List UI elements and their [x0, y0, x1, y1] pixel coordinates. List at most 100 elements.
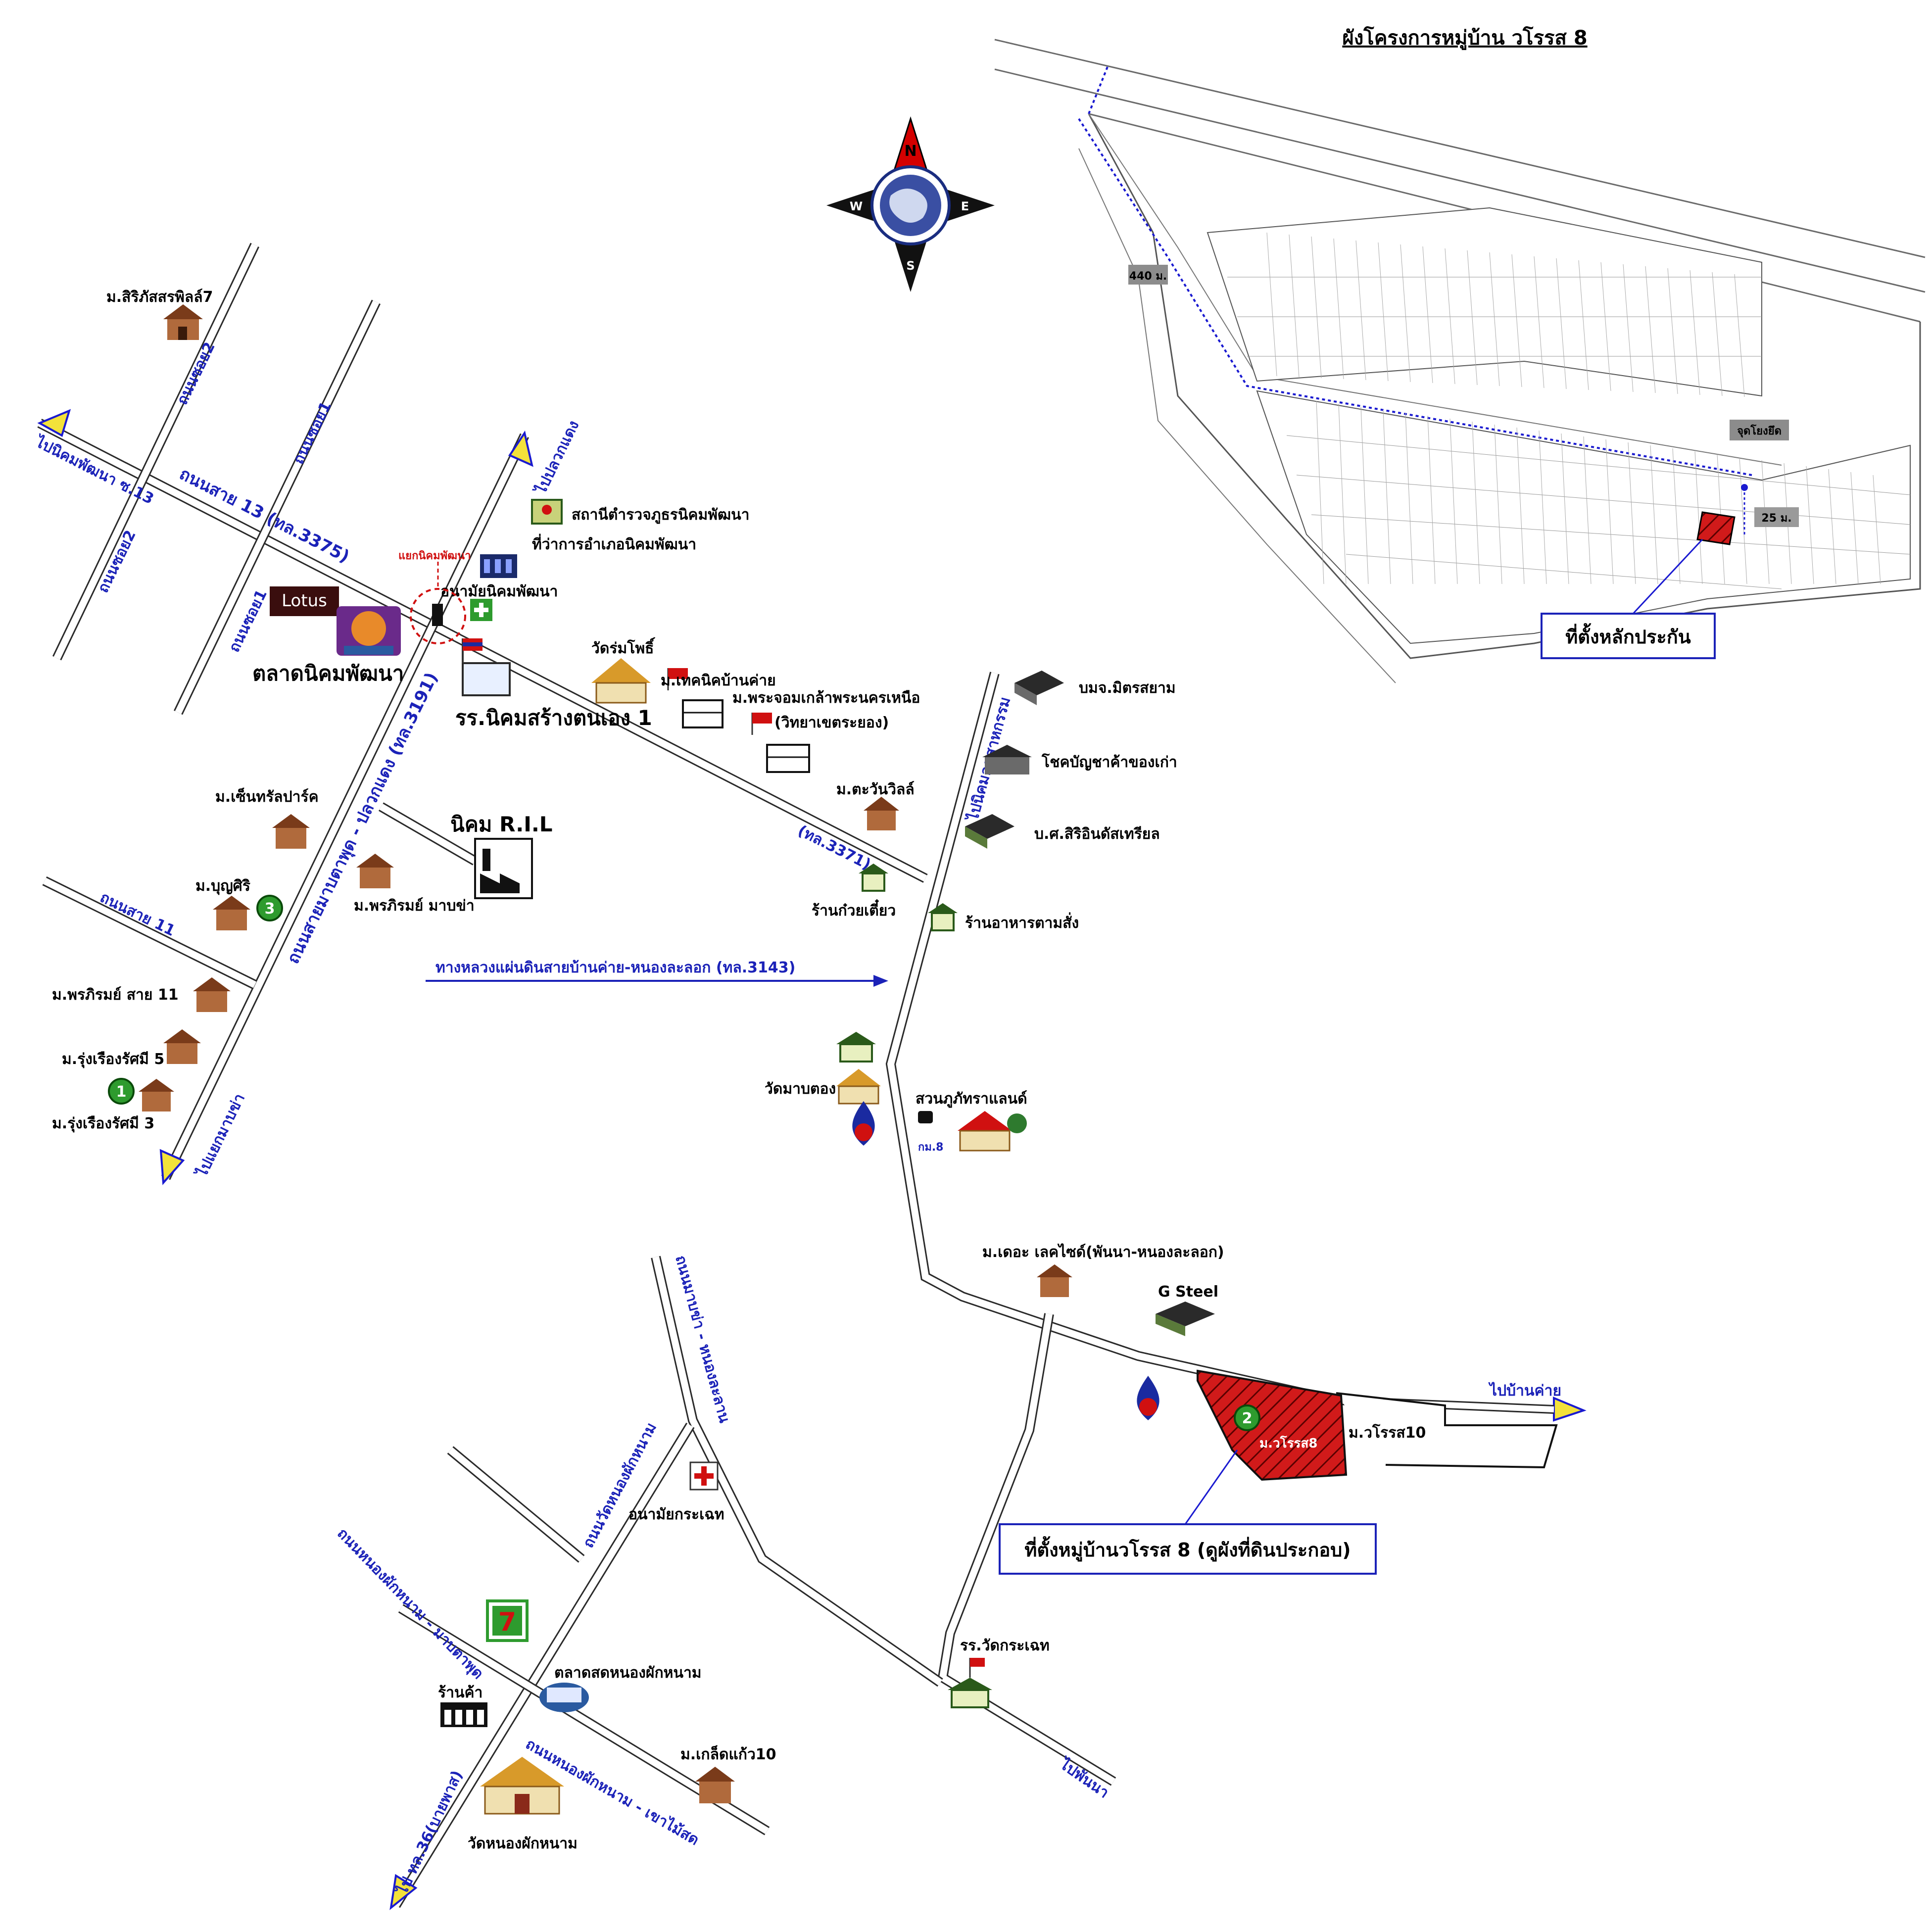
waroros10-boundary	[1336, 1392, 1558, 1469]
market2-label: ตลาดสดหนองผักหนาม	[554, 1664, 702, 1682]
phornphirom-label: ม.พรภิรมย์ มาบข่า	[354, 897, 475, 915]
plan-parcel-divider	[1289, 234, 1300, 378]
nongphak-maptaphut-label: ถนนหนองผักหนาม - มาบตาพุด	[334, 1525, 487, 1683]
plan-parcel-divider	[1583, 436, 1592, 584]
plan-parcel-divider	[1400, 244, 1411, 383]
wat-nongphak-label: วัดหนองผักหนาม	[468, 1835, 578, 1852]
food-label: ร้านอาหารตามสั่ง	[965, 912, 1079, 932]
school-icon	[836, 1032, 876, 1063]
road-13-label: ถนนสาย 13 (ทล.3375)	[176, 464, 352, 567]
marker-2-text: 2	[1242, 1410, 1253, 1427]
phrachom-label: ม.พระจอมเกล้าพระนครเหนือ	[732, 689, 920, 707]
marker-3-text: 3	[265, 900, 275, 918]
plan-parcel-divider	[1689, 270, 1700, 395]
soi1-upper-label: ถนนซอย1	[290, 399, 335, 467]
plan-boundary	[1088, 113, 1921, 659]
dist-440-tag	[1128, 265, 1168, 285]
gas-station-icon	[1137, 1376, 1159, 1420]
temple-icon	[480, 1757, 564, 1815]
plan-parcel-divider	[1672, 448, 1681, 584]
rungrueang3-label: ม.รุ่งเรืองรัศมี 3	[52, 1115, 154, 1133]
plan-route-line	[1088, 64, 1110, 114]
gas-station-icon	[852, 1101, 875, 1146]
health2-label: อนามัยกระเฉท	[628, 1506, 724, 1523]
showroom-label: โชคบัญชาค้าของเก่า	[1041, 753, 1177, 771]
school2-label: รร.วัดกระเฉท	[960, 1637, 1050, 1654]
university-icon	[667, 668, 724, 728]
plan-parcel-divider	[1494, 424, 1502, 584]
phornphirom11-label: ม.พรภิรมย์ สาย 11	[52, 986, 179, 1004]
compass-e: E	[961, 199, 969, 213]
market-icon	[337, 606, 401, 656]
house-icon	[1037, 1264, 1072, 1297]
house-icon	[139, 1079, 174, 1111]
shop-icon	[440, 1702, 487, 1727]
plan-grid	[1266, 232, 1881, 584]
ril-label: นิคม R.I.L	[450, 812, 553, 836]
plan-parcel-divider	[1645, 266, 1656, 393]
seven-eleven-icon	[486, 1599, 529, 1642]
rayong-campus-label: (วิทยาเขตระยอง)	[774, 714, 889, 731]
to-plakdaeng-label: ไปปลวกแดง	[531, 418, 583, 498]
shop-icon	[859, 864, 888, 892]
wat-mabtong-label: วัดมาบตอง	[765, 1080, 836, 1098]
market-label: ตลาดนิคมพัฒนา	[252, 661, 404, 685]
health-icon	[470, 599, 492, 621]
site-label: ที่ตั้งหมู่บ้านวโรรส 8 (ดูผังที่ดินประกอ…	[1024, 1536, 1351, 1562]
mitsri-label: บมจ.มิตรสยาม	[1079, 679, 1176, 697]
school-label: รร.นิคมสร้างตนเอง 1	[455, 706, 652, 730]
house-icon	[193, 977, 231, 1012]
house-icon	[163, 1029, 201, 1064]
centara-label: ม.เซ็นทรัลปาร์ค	[215, 787, 319, 806]
dist-25-text: 25 ม.	[1761, 512, 1791, 525]
siriphat-label: ม.สิริภัสสรพิลล์7	[106, 289, 213, 306]
plan-parcel-divider	[1739, 457, 1747, 584]
plan-highway-edge	[994, 68, 1926, 293]
plan-parcel-divider	[1605, 439, 1614, 584]
klet-label: ม.เกล็ดแก้ว10	[680, 1745, 776, 1763]
plan-parcel-divider	[1850, 472, 1859, 584]
plan-parcel-divider	[1828, 469, 1836, 584]
wat-rom-label: วัดร่มโพธิ์	[591, 637, 656, 657]
plan-parcel-divider	[1316, 400, 1324, 584]
plan-parcel-divider	[1534, 256, 1544, 388]
waroros8-inner-label: ม.วโรรส8	[1259, 1435, 1317, 1451]
compass-s: S	[906, 259, 915, 273]
hwy3143-label: ทางหลวงแผ่นดินสายบ้านค่าย-หนองละลอก (ทล.…	[435, 959, 795, 976]
temple-icon	[591, 658, 651, 704]
road-labels: ถนนสาย 13 (ทล.3375) ไปนิคมพัฒนา ซ.13 ไปป…	[32, 339, 1561, 1898]
plan-parcel-divider	[1667, 268, 1678, 394]
marker-1	[108, 1078, 135, 1105]
to-tl36-label: ไป ทล.36(บายพาส)	[392, 1768, 466, 1898]
plan-parcel-divider	[1311, 236, 1322, 379]
compass-w: W	[850, 199, 863, 213]
house-icon	[356, 854, 394, 888]
km-marker-icon	[918, 1111, 933, 1123]
plan-parcel-divider	[1338, 403, 1347, 584]
plan-route-line	[1078, 118, 1752, 476]
resort-icon	[958, 1111, 1027, 1152]
road-network	[37, 242, 1338, 1908]
plan-parcel-divider	[1806, 466, 1814, 584]
arrow-to-pattana	[37, 409, 71, 437]
health-label: อนามัยนิคมพัฒนา	[440, 583, 558, 600]
plan-parcel-divider	[1511, 254, 1522, 387]
arrow-to-plakdaeng	[508, 431, 533, 467]
marker-2	[1234, 1404, 1260, 1431]
plan-parcel-divider	[1449, 418, 1458, 584]
police-label: สถานีตำรวจภูธรนิคมพัฒนา	[572, 506, 749, 524]
plan-title: ผังโครงการหมู่บ้าน วโรรส 8	[1342, 26, 1587, 50]
factory-icon	[1156, 1302, 1215, 1336]
plan-parcel-divider	[1427, 415, 1436, 584]
km8-label: กม.8	[918, 1141, 944, 1154]
traffic-light-icon	[432, 604, 443, 626]
hwy3143-arrow-head	[873, 975, 888, 987]
house-icon	[272, 814, 310, 849]
district-office-label: ที่ว่าการอำเภอนิคมพัฒนา	[532, 533, 696, 553]
tech-label: ม.เทคนิคบ้านค่าย	[661, 672, 776, 689]
plan-parcel-divider	[1445, 248, 1455, 385]
plan-parcel-divider	[1578, 260, 1589, 390]
plan-parcel-divider	[1266, 232, 1277, 377]
marker-1-text: 1	[116, 1083, 127, 1101]
